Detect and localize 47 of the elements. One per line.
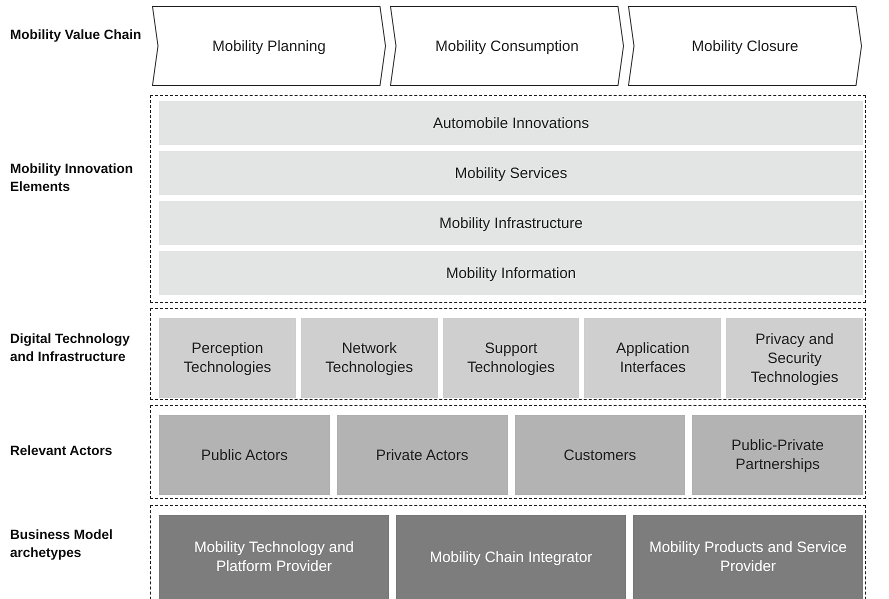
node-label: Mobility Information bbox=[444, 264, 578, 282]
node-label: Network Technologies bbox=[324, 339, 414, 377]
dashed-band bbox=[150, 95, 866, 303]
innovation-bar bbox=[159, 101, 863, 145]
innovation-bar bbox=[159, 151, 863, 195]
node-label: Mobility Products and Service Provider bbox=[648, 538, 848, 576]
dashed-band bbox=[150, 405, 866, 499]
node-label: Application Interfaces bbox=[615, 339, 690, 377]
node-label: Support Technologies bbox=[466, 339, 556, 377]
archetype-box bbox=[396, 515, 626, 599]
dashed-band bbox=[150, 308, 866, 400]
row-heading: Digital Technology and Infrastructure bbox=[10, 330, 131, 366]
row-heading: Relevant Actors bbox=[10, 442, 114, 460]
chevron-step bbox=[628, 6, 862, 86]
actor-box bbox=[159, 415, 330, 495]
row-heading: Business Model archetypes bbox=[10, 526, 114, 562]
technology-box bbox=[300, 318, 438, 398]
actor-box bbox=[692, 415, 863, 495]
dashed-band bbox=[150, 505, 866, 599]
technology-box bbox=[159, 318, 296, 398]
node-label: Private Actors bbox=[374, 446, 470, 464]
node-label: Mobility Chain Integrator bbox=[428, 548, 594, 566]
chevron-step bbox=[152, 6, 386, 86]
row-heading: Mobility Innovation Elements bbox=[10, 160, 134, 196]
actor-box bbox=[336, 415, 508, 495]
innovation-bar bbox=[159, 201, 863, 245]
node-label: Customers bbox=[562, 446, 638, 464]
node-label: Mobility Closure bbox=[690, 36, 800, 56]
node-label: Mobility Consumption bbox=[434, 36, 580, 56]
innovation-bar bbox=[159, 251, 863, 295]
technology-box bbox=[442, 318, 580, 398]
technology-box bbox=[584, 318, 722, 398]
chevron-step bbox=[390, 6, 624, 86]
node-label: Mobility Infrastructure bbox=[438, 214, 584, 232]
archetype-box bbox=[159, 515, 389, 599]
node-label: Public-Private Partnerships bbox=[730, 436, 825, 474]
node-label: Public Actors bbox=[200, 446, 289, 464]
technology-box bbox=[726, 318, 863, 398]
actor-box bbox=[514, 415, 686, 495]
node-label: Mobility Services bbox=[454, 164, 568, 182]
row-heading: Mobility Value Chain bbox=[10, 26, 142, 44]
archetype-box bbox=[633, 515, 863, 599]
node-label: Mobility Technology and Platform Provider bbox=[193, 538, 355, 576]
node-label: Perception Technologies bbox=[182, 339, 272, 377]
node-label: Automobile Innovations bbox=[432, 114, 590, 132]
node-label: Privacy and Security Technologies bbox=[750, 330, 840, 386]
node-label: Mobility Planning bbox=[211, 36, 327, 56]
